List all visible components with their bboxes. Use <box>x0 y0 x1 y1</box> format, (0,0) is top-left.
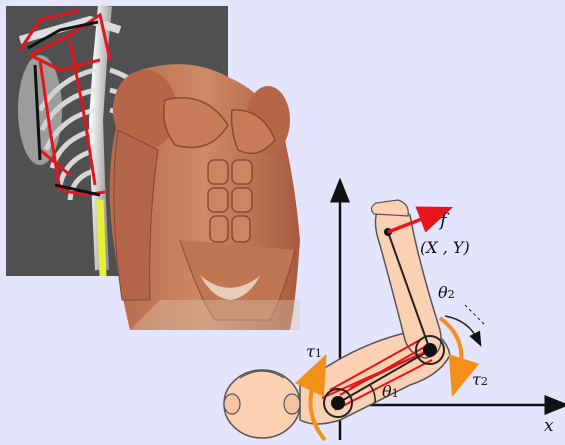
theta2-subscript: 2 <box>448 288 455 301</box>
torso-muscle-image <box>110 64 300 330</box>
tau1-symbol: τ <box>306 342 315 361</box>
force-label: f <box>440 212 447 230</box>
tau2-subscript: 2 <box>481 375 488 388</box>
theta1-subscript: 1 <box>392 387 399 400</box>
theta1-label: θ1 <box>382 384 399 400</box>
theta1-symbol: θ <box>382 382 392 401</box>
tau2-label: τ2 <box>472 372 488 388</box>
head-outline <box>224 370 300 438</box>
theta2-label: θ2 <box>438 285 455 301</box>
theta2-symbol: θ <box>438 283 448 302</box>
endpoint-label: (X , Y) <box>420 240 470 256</box>
tau1-subscript: 1 <box>315 347 322 360</box>
tau2-symbol: τ <box>472 370 481 389</box>
x-axis-label: x <box>544 418 554 435</box>
tau1-label: τ1 <box>306 344 322 360</box>
